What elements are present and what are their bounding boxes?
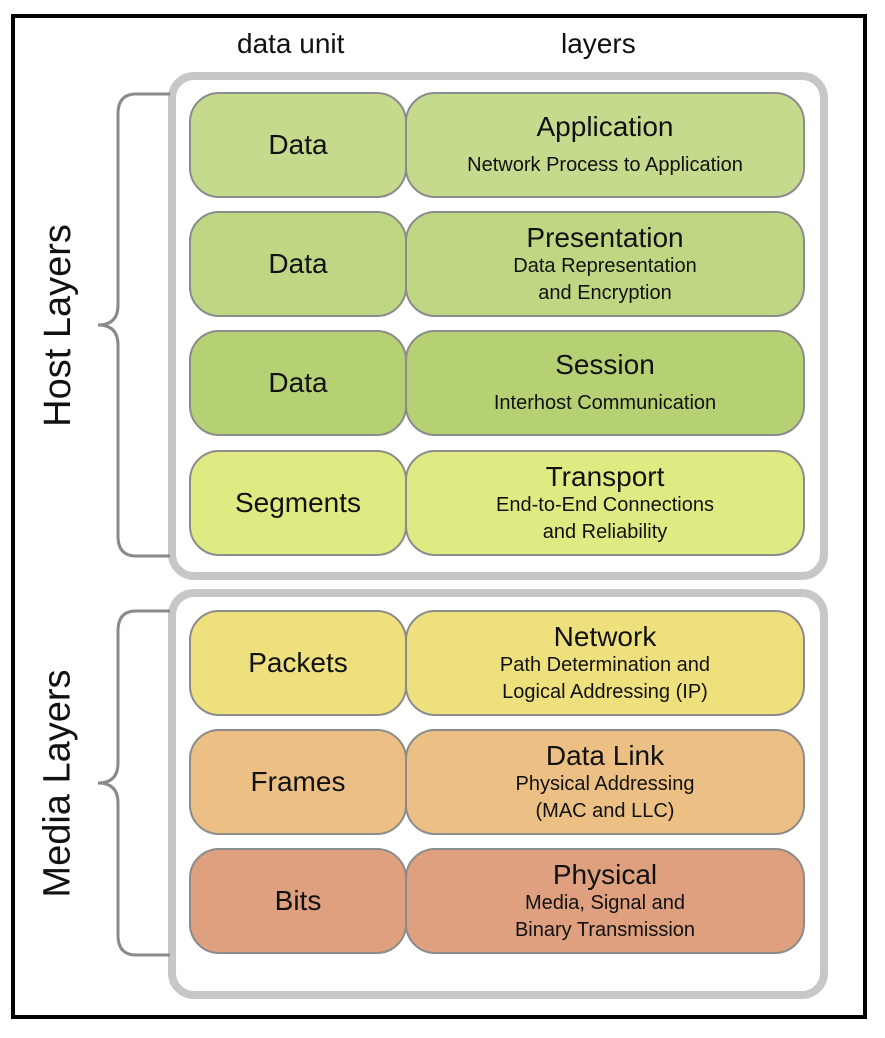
data-unit-cell: Data: [189, 211, 407, 317]
layer-name: Application: [536, 111, 674, 142]
media-layers-label: Media Layers: [36, 668, 79, 898]
figure-frame: [11, 14, 867, 1019]
host-layers-label: Host Layers: [36, 223, 79, 427]
layer-description: End-to-End Connections and Reliability: [496, 493, 714, 543]
host-layers-bracket: [97, 92, 170, 558]
layer-description: Physical Addressing (MAC and LLC): [515, 772, 695, 822]
layer-name: Presentation: [526, 221, 684, 253]
layer-name: Data Link: [545, 739, 665, 771]
layer-description: Network Process to Application: [467, 154, 743, 176]
layer-description: Path Determination and Logical Addressin…: [499, 653, 711, 703]
data-unit-cell: Frames: [189, 729, 407, 835]
media-layers-bracket: [97, 609, 170, 957]
layer-cell-data-link: Data Link Physical Addressing (MAC and L…: [405, 729, 805, 835]
layer-cell-application: Application Network Process to Applicati…: [405, 92, 805, 198]
data-unit-cell: Bits: [189, 848, 407, 954]
layer-cell-session: Session Interhost Communication: [405, 330, 805, 436]
layer-description: Media, Signal and Binary Transmission: [514, 891, 696, 941]
layer-name: Network: [553, 620, 657, 652]
data-unit-cell: Data: [189, 330, 407, 436]
data-unit-cell: Data: [189, 92, 407, 198]
data-unit-header: data unit: [237, 28, 345, 59]
layer-name: Physical: [552, 858, 658, 890]
layer-name: Session: [555, 349, 655, 380]
layer-cell-presentation: Presentation Data Representation and Enc…: [405, 211, 805, 317]
data-unit-cell: Packets: [189, 610, 407, 716]
layer-cell-physical: Physical Media, Signal and Binary Transm…: [405, 848, 805, 954]
layer-cell-transport: Transport End-to-End Connections and Rel…: [405, 450, 805, 556]
layers-header: layers: [561, 28, 636, 59]
layer-cell-network: Network Path Determination and Logical A…: [405, 610, 805, 716]
layer-name: Transport: [545, 460, 665, 492]
layer-description: Data Representation and Encryption: [513, 254, 697, 304]
data-unit-cell: Segments: [189, 450, 407, 556]
layer-description: Interhost Communication: [493, 392, 717, 414]
